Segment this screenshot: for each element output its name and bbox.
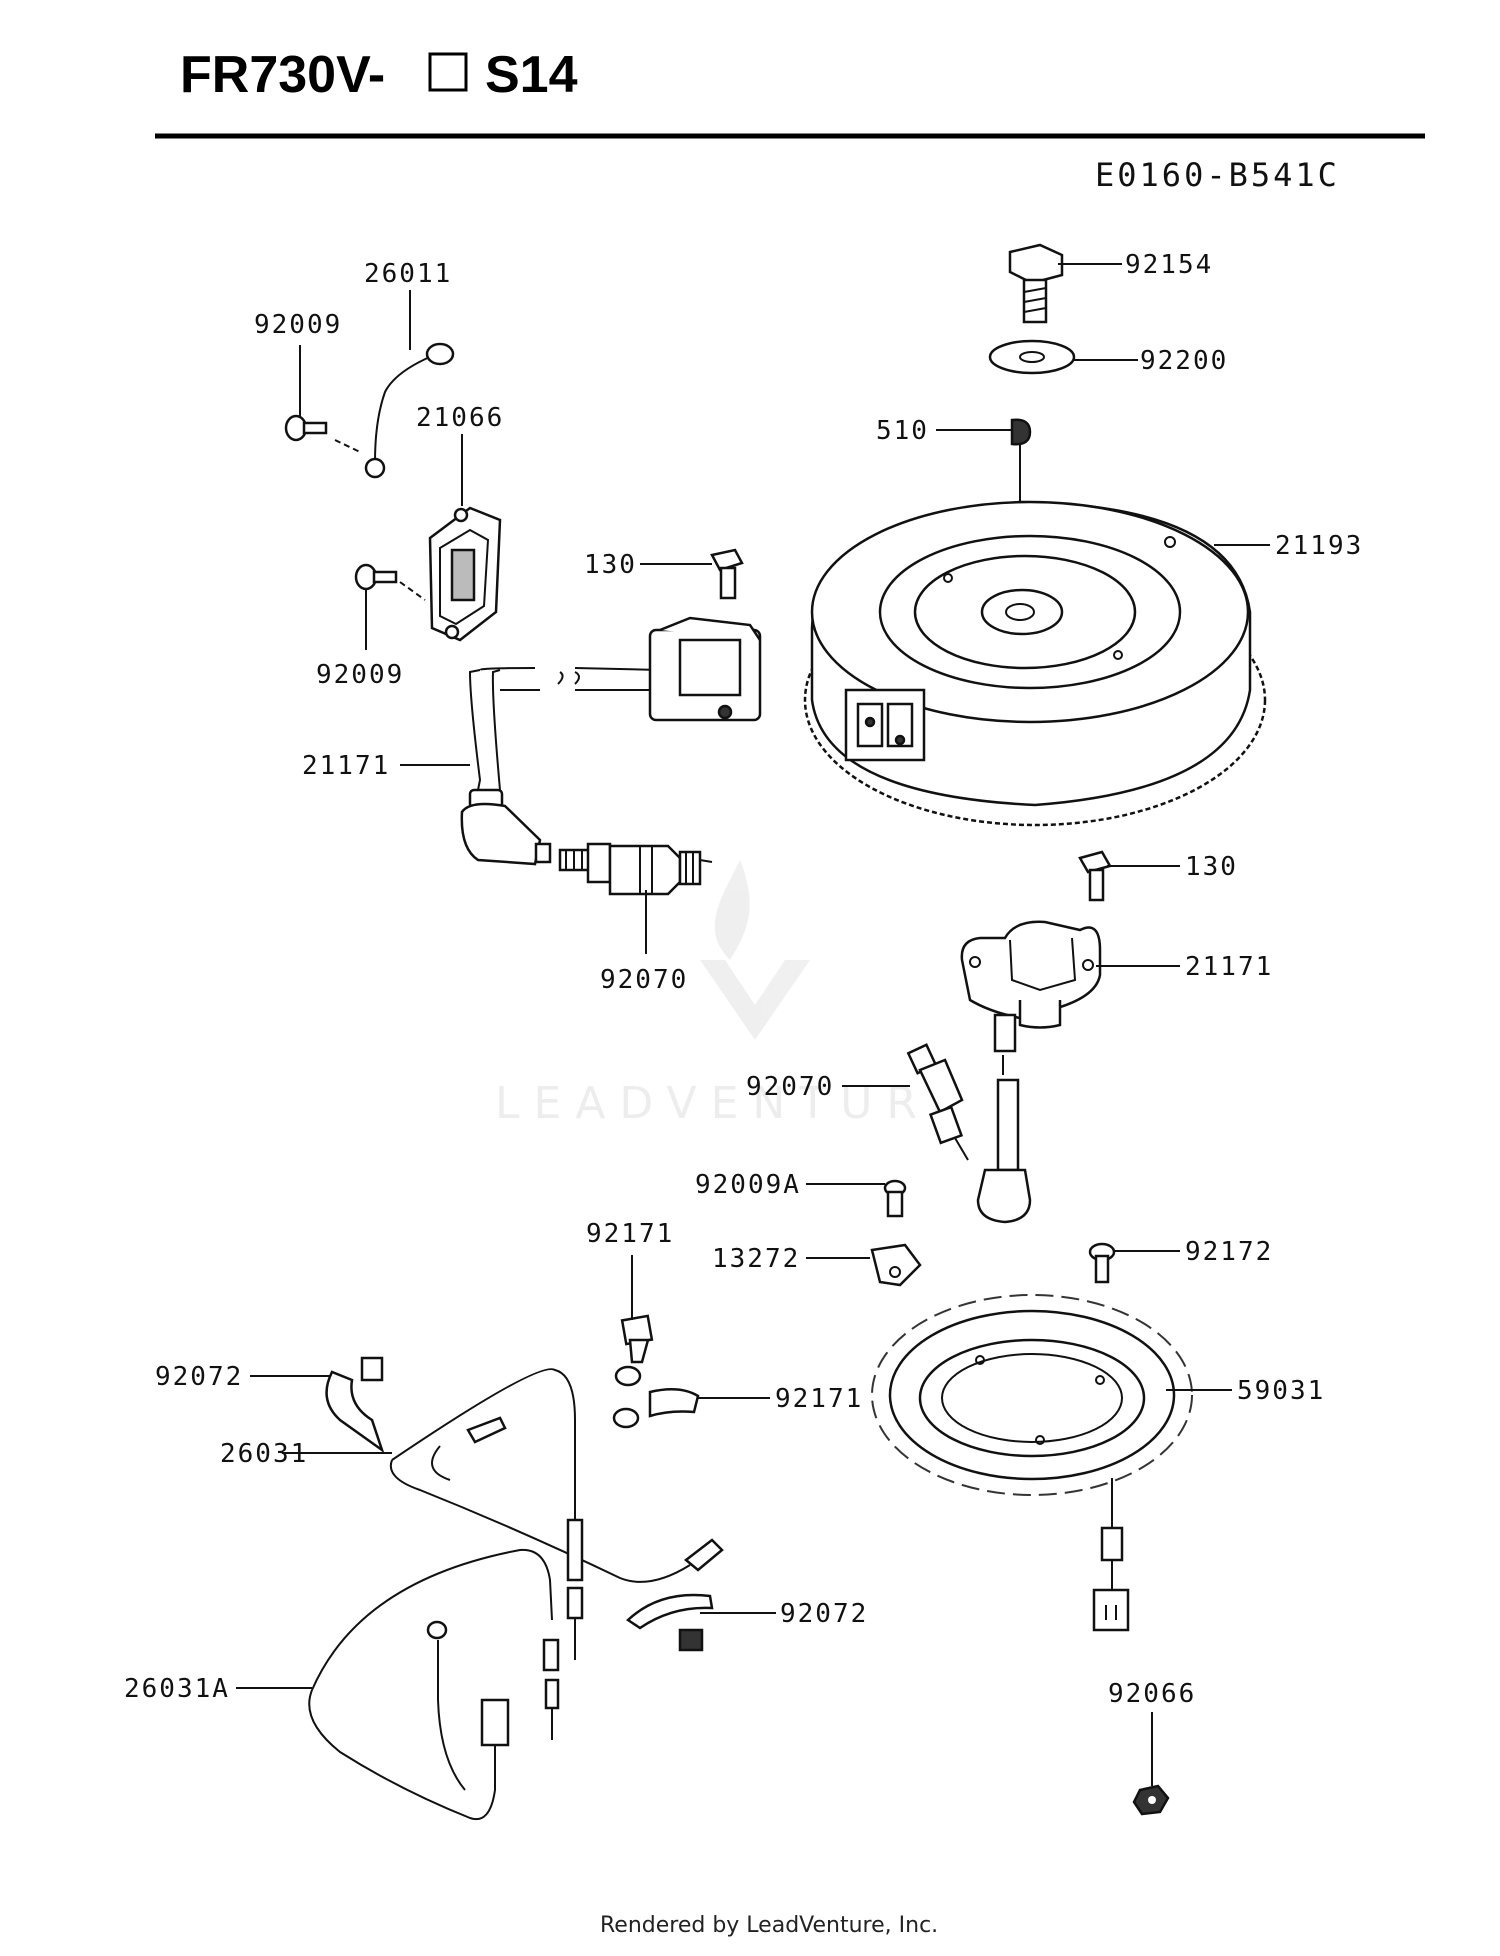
ignition-coil-lower — [906, 850, 1112, 1224]
regulator — [428, 506, 502, 642]
flywheel-key — [1010, 418, 1032, 446]
terminals-92171 — [612, 1314, 700, 1429]
callout-92070-lower[interactable]: 92070 — [746, 1072, 834, 1102]
coil-screw-lower — [1078, 850, 1112, 902]
model-title: FR730V- — [180, 46, 385, 104]
clamp-92072-lower — [625, 1593, 714, 1652]
spark-plug-upper — [558, 842, 713, 896]
callout-92066[interactable]: 92066 — [1108, 1679, 1196, 1709]
nut-92066 — [1132, 1784, 1170, 1816]
callout-92171-lower[interactable]: 92171 — [775, 1384, 863, 1414]
callout-13272[interactable]: 13272 — [712, 1244, 800, 1274]
callout-21171-lower[interactable]: 21171 — [1185, 952, 1273, 982]
callout-26031a[interactable]: 26031A — [124, 1674, 230, 1704]
callout-130-upper[interactable]: 130 — [584, 550, 637, 580]
callout-92072-upper[interactable]: 92072 — [155, 1362, 243, 1392]
callout-26011[interactable]: 26011 — [364, 259, 452, 289]
screw-92009a — [883, 1179, 907, 1218]
ignition-coil-upper — [460, 548, 762, 896]
callout-92200[interactable]: 92200 — [1140, 346, 1228, 376]
flywheel-washer — [988, 339, 1076, 375]
flywheel — [803, 500, 1267, 827]
stator — [871, 1242, 1193, 1632]
diagram-code: E0160-B541C — [1095, 156, 1340, 194]
variant-box — [428, 52, 468, 92]
callout-21193[interactable]: 21193 — [1275, 531, 1363, 561]
callout-21171-upper[interactable]: 21171 — [302, 751, 390, 781]
flywheel-bolt — [1008, 243, 1064, 324]
spark-plug-lower — [906, 1043, 969, 1161]
callout-92070-upper[interactable]: 92070 — [600, 965, 688, 995]
callout-92171-upper[interactable]: 92171 — [586, 1219, 674, 1249]
watermark: LEADVENTURE — [495, 860, 959, 1129]
stator-screw — [1088, 1242, 1116, 1284]
harness-26031 — [389, 1368, 724, 1660]
model-suffix: S14 — [485, 46, 578, 104]
callout-26031[interactable]: 26031 — [220, 1439, 308, 1469]
screw-upper — [284, 414, 361, 453]
footer-credit: Rendered by LeadVenture, Inc. — [600, 1913, 938, 1938]
callout-59031[interactable]: 59031 — [1237, 1376, 1325, 1406]
callout-510[interactable]: 510 — [876, 416, 929, 446]
flywheel-group — [803, 243, 1267, 827]
callout-92072-lower[interactable]: 92072 — [780, 1599, 868, 1629]
clamp-92072-upper — [325, 1356, 385, 1454]
callout-labels: 92154 92200 510 21193 26011 92009 21066 … — [124, 250, 1363, 1709]
screw-lower — [354, 563, 426, 601]
leader-lines — [236, 263, 1270, 1786]
callout-92009-upper[interactable]: 92009 — [254, 310, 342, 340]
callout-130-lower[interactable]: 130 — [1185, 852, 1238, 882]
plate-13272 — [870, 1243, 922, 1287]
harness-26031a — [308, 1548, 560, 1821]
callout-92009-lower[interactable]: 92009 — [316, 660, 404, 690]
callout-92154[interactable]: 92154 — [1125, 250, 1213, 280]
callout-92009a[interactable]: 92009A — [695, 1170, 801, 1200]
regulator-group — [284, 342, 502, 642]
callout-21066[interactable]: 21066 — [416, 403, 504, 433]
plug-boot — [460, 788, 552, 866]
callout-92172[interactable]: 92172 — [1185, 1237, 1273, 1267]
coil-screw-upper — [710, 548, 744, 600]
